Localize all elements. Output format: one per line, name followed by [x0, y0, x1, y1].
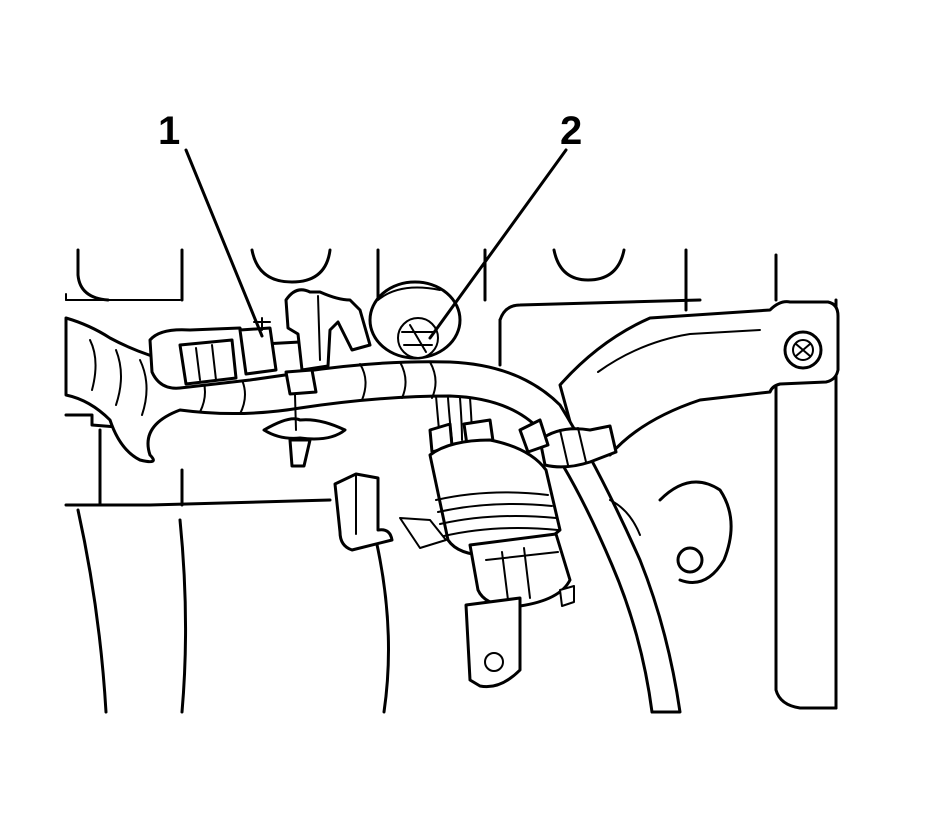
callout-1: 1: [158, 109, 180, 153]
harness-clip: [518, 418, 618, 469]
leader-lines: [184, 148, 568, 340]
leader-line-1: [184, 148, 264, 338]
connector-item-1: [148, 317, 308, 390]
leader-line-2: [428, 148, 568, 340]
callout-2: 2: [560, 109, 582, 153]
small-tab: [333, 472, 447, 552]
wiring-harness: [64, 316, 682, 714]
retainer-tab: [262, 288, 372, 468]
connector-item-2: [428, 395, 575, 689]
mounting-bracket: [558, 300, 840, 457]
bolt: [368, 280, 462, 360]
